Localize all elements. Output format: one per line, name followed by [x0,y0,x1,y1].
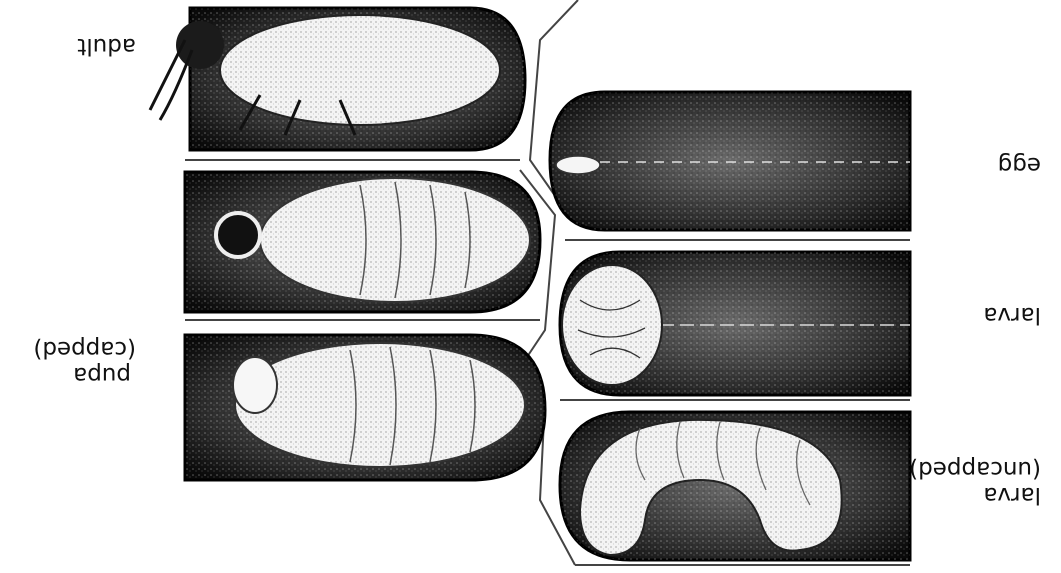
label-pupa: pupa [73,361,131,388]
label-larva: larva [983,301,1041,328]
label-larva-uncapped: larva [983,481,1041,508]
label-adult: adult [77,32,136,59]
label-capped: (capped) [33,335,136,362]
label-egg: egg [998,151,1041,178]
label-uncapped: (uncapped) [909,455,1041,482]
